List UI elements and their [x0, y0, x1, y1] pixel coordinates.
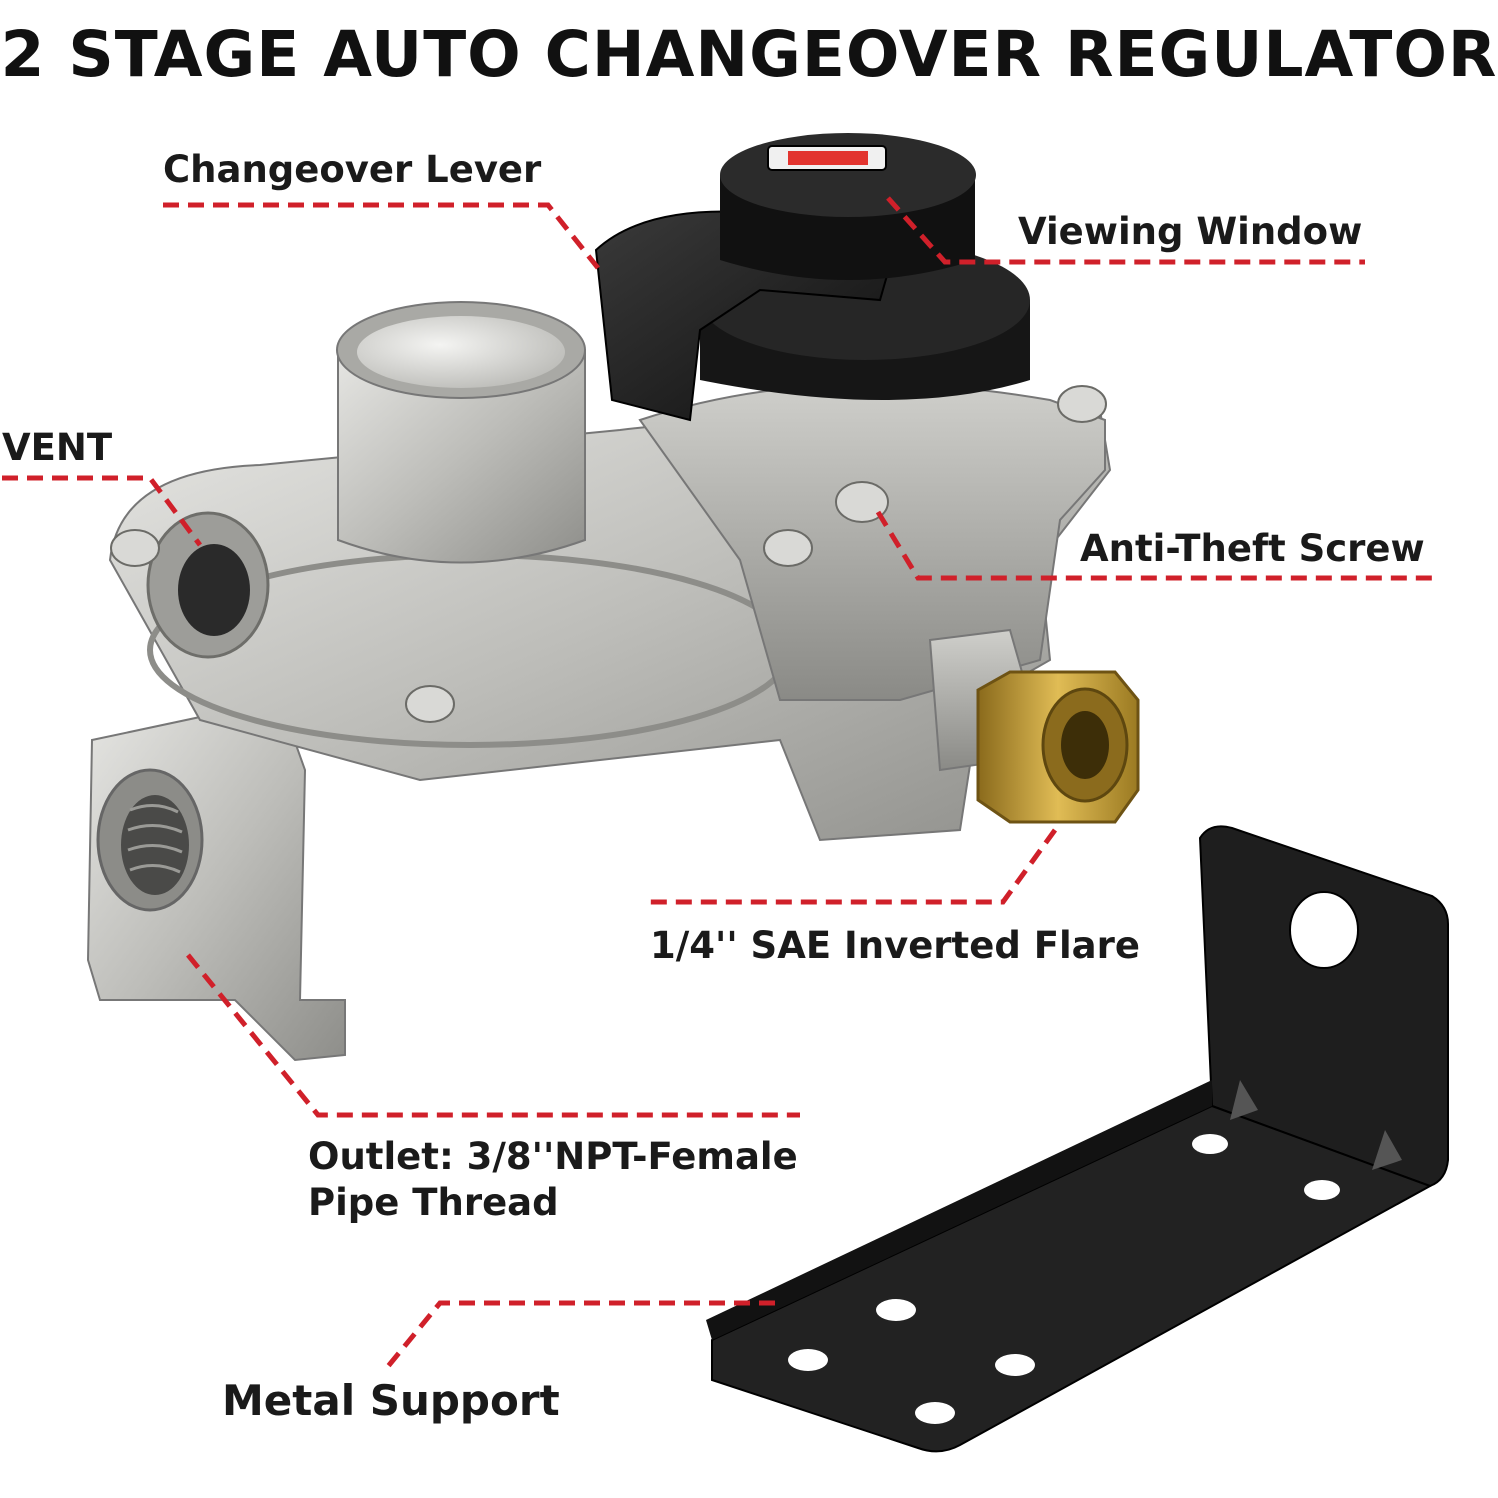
leader-viewing-window — [886, 196, 1365, 265]
label-changeover-lever: Changeover Lever — [163, 148, 542, 191]
leader-outlet — [186, 953, 800, 1118]
label-outlet-line1: Outlet: 3/8''NPT-Female — [308, 1135, 798, 1178]
page-title: 2 STAGE AUTO CHANGEOVER REGULATOR — [0, 18, 1498, 91]
leader-lines — [2, 196, 1432, 1372]
brass-flare-fitting — [976, 670, 1140, 824]
leader-metal-support — [383, 1300, 775, 1372]
label-outlet: Outlet: 3/8''NPT-Female Pipe Thread — [308, 1134, 798, 1226]
label-viewing-window: Viewing Window — [1018, 210, 1363, 253]
changeover-lever-knob — [594, 133, 1030, 422]
label-outlet-line2: Pipe Thread — [308, 1181, 559, 1224]
label-sae-flare: 1/4'' SAE Inverted Flare — [650, 924, 1140, 967]
housing-screws — [110, 358, 1107, 723]
leader-sae-flare — [645, 828, 1058, 905]
metal-support-bracket — [706, 825, 1449, 1453]
label-vent: VENT — [2, 426, 113, 469]
leader-vent — [2, 475, 203, 547]
label-anti-theft-screw: Anti-Theft Screw — [1080, 527, 1425, 570]
leader-changeover-lever — [163, 202, 600, 270]
label-metal-support: Metal Support — [222, 1376, 560, 1425]
leader-anti-theft-screw — [875, 510, 1432, 581]
